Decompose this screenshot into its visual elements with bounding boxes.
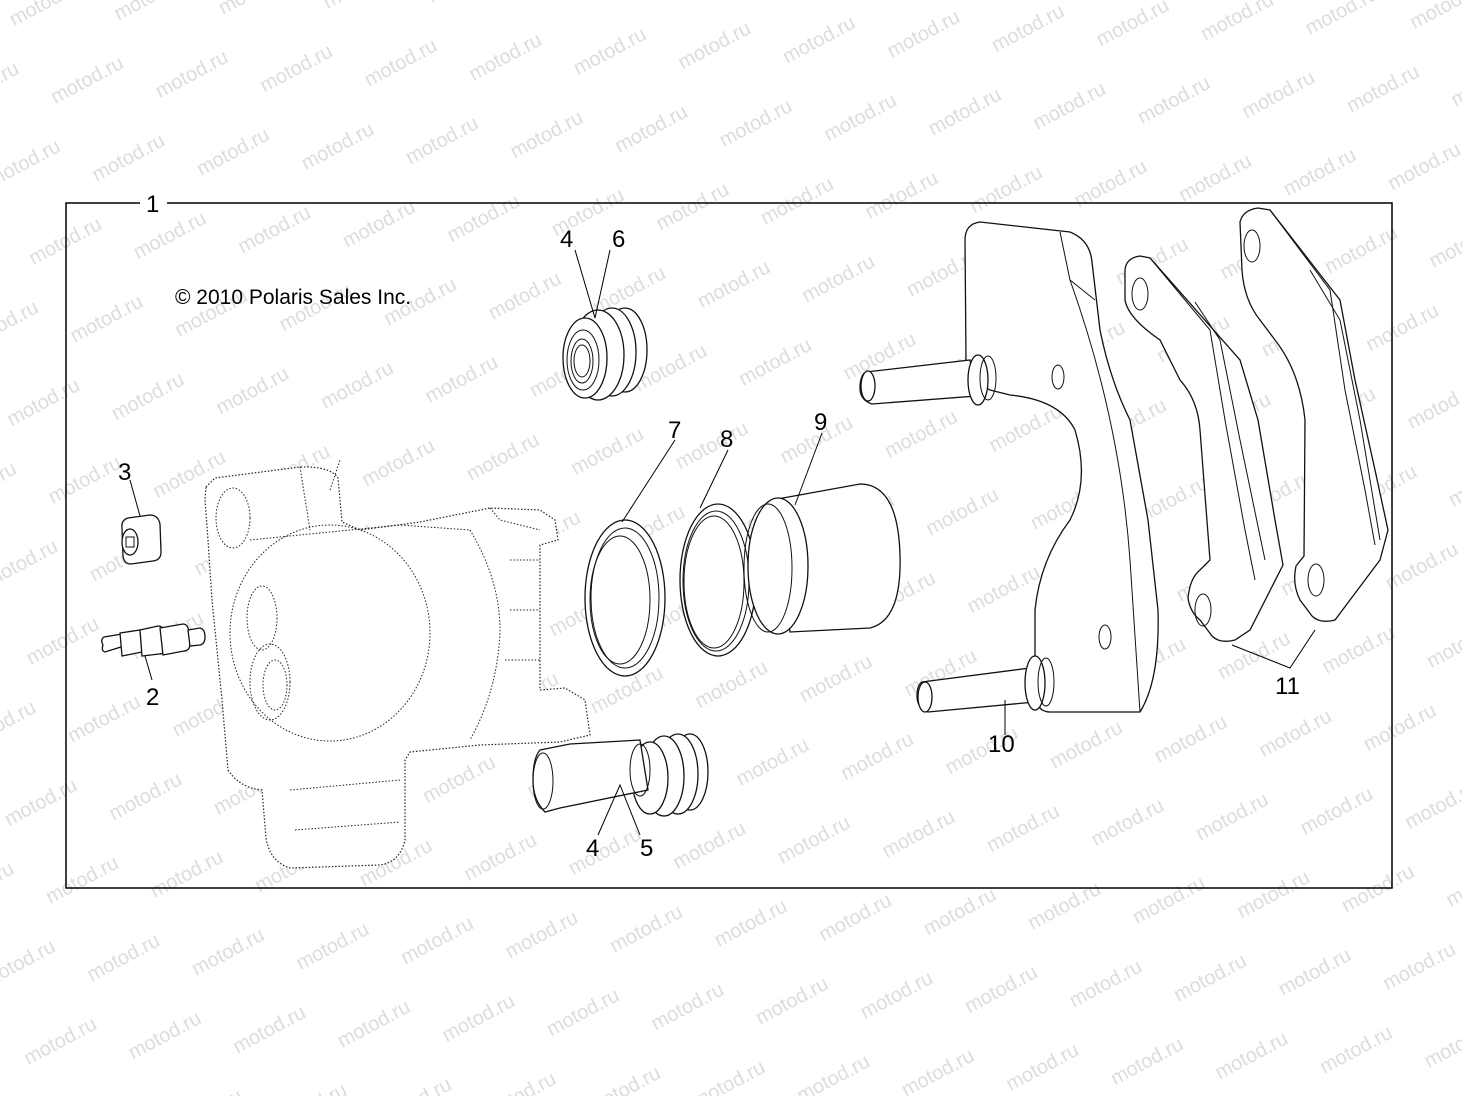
callout-6[interactable]: 6 <box>612 226 625 253</box>
part-bleeder-screw[interactable]: 2 <box>101 623 206 711</box>
part-piston[interactable]: 9 <box>743 409 901 635</box>
callout-9[interactable]: 9 <box>814 409 827 436</box>
assembly-frame: 1 <box>65 191 1393 889</box>
part-bleeder-cap[interactable]: 3 <box>118 459 162 565</box>
callout-2[interactable]: 2 <box>146 684 159 711</box>
callout-1[interactable]: 1 <box>146 191 159 218</box>
copyright-text: © 2010 Polaris Sales Inc. <box>175 286 411 309</box>
part-lower-slide-pin[interactable]: 4 5 <box>532 733 709 862</box>
part-brake-pads[interactable]: 11 <box>1124 207 1389 700</box>
callout-7[interactable]: 7 <box>668 417 681 444</box>
part-upper-boot[interactable]: 4 6 <box>560 226 648 401</box>
part-caliper-body[interactable] <box>204 459 591 869</box>
callout-4-upper[interactable]: 4 <box>560 226 573 253</box>
part-piston-seal[interactable]: 8 <box>679 426 757 657</box>
callout-11[interactable]: 11 <box>1275 673 1300 700</box>
callout-3[interactable]: 3 <box>118 459 131 486</box>
callout-8[interactable]: 8 <box>720 426 733 453</box>
callout-4-lower[interactable]: 4 <box>586 835 599 862</box>
part-bracket[interactable]: 10 <box>859 221 1159 758</box>
callout-10[interactable]: 10 <box>988 731 1015 758</box>
callout-5[interactable]: 5 <box>640 835 653 862</box>
part-dust-seal[interactable]: 7 <box>584 417 681 677</box>
